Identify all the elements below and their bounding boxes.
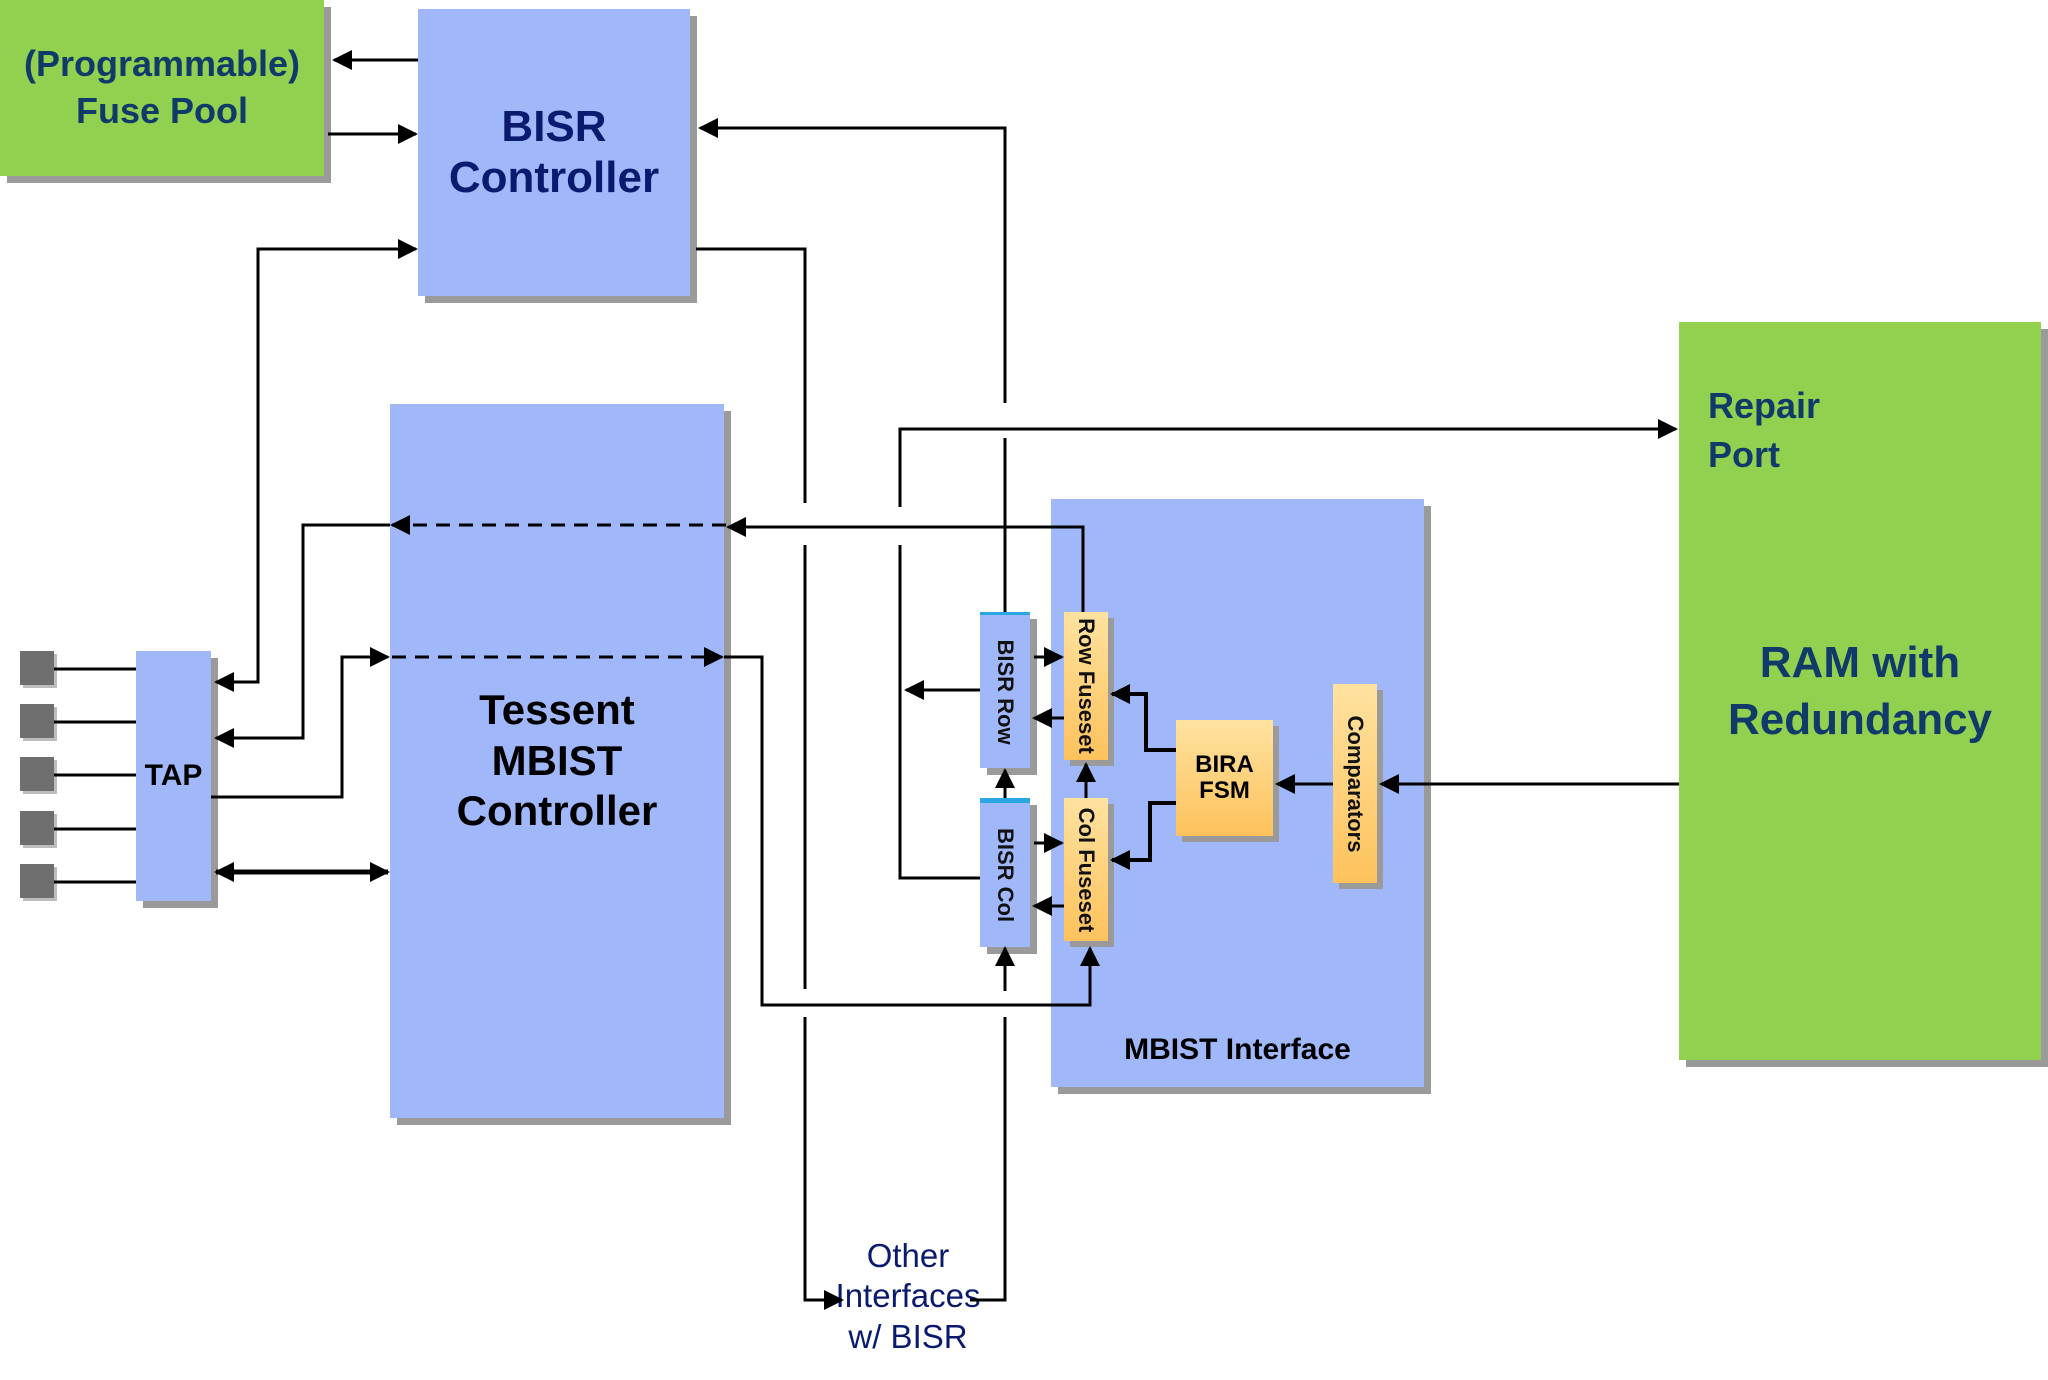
- other-interfaces-label: Other Interfaces w/ BISR: [835, 1237, 981, 1355]
- repair-port-vertical: [898, 545, 980, 880]
- rowfuse-to-mbist-arrow: [726, 517, 1085, 612]
- bisr-controller-label: BISR Controller: [448, 101, 660, 202]
- col-fuseset-block: Col Fuseset: [1064, 798, 1108, 941]
- mbist-to-colfuse-arrow: [724, 655, 1100, 1007]
- bira-fsm-block: BIRA FSM: [1176, 720, 1273, 836]
- io-pin-4: [20, 811, 54, 845]
- tessent-mbist-controller-block: Tessent MBIST Controller: [390, 404, 724, 1118]
- fuse-pool-block: (Programmable) Fuse Pool: [0, 0, 324, 176]
- tap-block: TAP: [136, 651, 211, 901]
- repair-port-top: [898, 419, 1678, 507]
- fuse-pool-label: (Programmable) Fuse Pool: [23, 43, 301, 131]
- bisr-col-block: BISR Col: [980, 798, 1030, 947]
- tap-to-mbist-arrow: [211, 647, 390, 799]
- tessent-mbist-controller-label: Tessent MBIST Controller: [456, 686, 658, 835]
- other-to-bisr-bottom: [970, 1017, 1007, 1302]
- mbist-to-tap-arrow: [214, 523, 390, 748]
- ram-with-redundancy-label: RAM with Redundancy: [1727, 637, 1993, 744]
- comparators-block: Comparators: [1333, 684, 1377, 883]
- tap-bisr-link: [214, 239, 418, 692]
- bira-to-colfuse: [1110, 801, 1176, 870]
- ram-with-redundancy-block: RAM with Redundancy: [1679, 322, 2041, 1060]
- bira-to-rowfuse: [1110, 684, 1176, 752]
- bisr-row-block: BISR Row: [980, 612, 1030, 768]
- bisr-to-other-bottom: [803, 1017, 844, 1310]
- bisr-to-other-top: [696, 247, 807, 503]
- mbist-interface-label: MBIST Interface: [1124, 1033, 1351, 1066]
- bisr-row-up-top: [698, 118, 1007, 403]
- io-pin-2: [20, 704, 54, 738]
- bisr-controller-block: BISR Controller: [418, 9, 690, 296]
- row-fuseset-block: Row Fuseset: [1064, 612, 1108, 760]
- bira-fsm-label: BIRA FSM: [1195, 750, 1254, 804]
- io-pin-1: [20, 651, 54, 685]
- repair-port-label: Repair Port: [1708, 385, 1821, 475]
- io-pin-3: [20, 757, 54, 791]
- tap-label: TAP: [144, 759, 203, 792]
- io-pin-5: [20, 864, 54, 898]
